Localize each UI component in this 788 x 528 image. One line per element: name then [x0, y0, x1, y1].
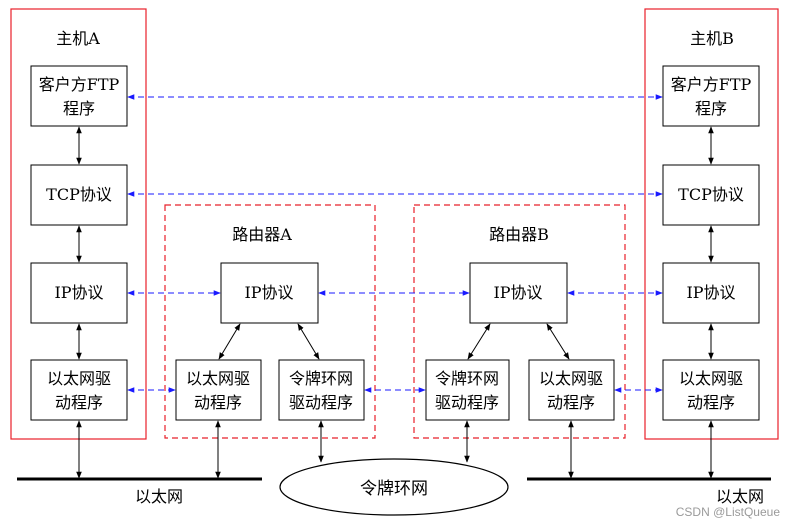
networks: 以太网 令牌环网 以太网 — [17, 458, 771, 516]
host-b-ftp-box — [662, 65, 760, 127]
ethernet-right-label: 以太网 — [716, 487, 764, 506]
host-a-ftp-label-1: 客户方FTP — [39, 75, 120, 94]
host-a-eth-box — [30, 359, 128, 421]
host-a-eth-label-2: 动程序 — [55, 393, 103, 412]
router-a-eth-box — [175, 359, 262, 421]
router-b-border — [413, 204, 626, 439]
router-b: 路由器B IP协议 令牌环网 驱动程序 以太网驱 动程序 — [413, 204, 626, 479]
host-b-tcp-label: TCP协议 — [678, 185, 744, 204]
router-b-tr-box — [425, 359, 510, 421]
host-b-eth-box — [662, 359, 760, 421]
host-a-tcp-label: TCP协议 — [46, 185, 112, 204]
router-b-ip-eth-arrow — [546, 323, 570, 360]
ethernet-left-label: 以太网 — [135, 487, 183, 506]
router-a-tr-label-2: 驱动程序 — [289, 393, 353, 412]
host-a-title: 主机A — [56, 29, 100, 48]
router-a-ip-label: IP协议 — [244, 283, 293, 302]
host-a-ftp-box — [30, 65, 128, 127]
host-a-eth-label-1: 以太网驱 — [47, 369, 111, 388]
router-a-ip-box — [220, 262, 319, 324]
host-b-eth-label-2: 动程序 — [687, 393, 735, 412]
token-ring-ellipse — [279, 458, 509, 516]
watermark: CSDN @ListQueue — [676, 505, 781, 519]
host-b-eth-label-1: 以太网驱 — [679, 369, 743, 388]
host-a-ftp-label-2: 程序 — [63, 99, 95, 118]
router-a: 路由器A IP协议 以太网驱 动程序 令牌环网 驱动程序 — [164, 204, 376, 479]
host-a: 主机A 客户方FTP 程序 TCP协议 IP协议 以太网驱 动程序 — [10, 8, 147, 479]
router-a-ip-tr-arrow — [297, 323, 320, 360]
host-b-ip-label: IP协议 — [686, 283, 735, 302]
host-b-title: 主机B — [690, 29, 734, 48]
host-b-tcp-box — [662, 164, 760, 226]
router-a-tr-box — [278, 359, 365, 421]
token-ring-label: 令牌环网 — [360, 479, 428, 499]
router-b-eth-box — [528, 359, 615, 421]
router-a-title: 路由器A — [232, 225, 292, 244]
router-b-eth-label-1: 以太网驱 — [539, 369, 603, 388]
host-a-tcp-box — [30, 164, 128, 226]
host-b: 主机B 客户方FTP 程序 TCP协议 IP协议 以太网驱 动程序 — [644, 8, 779, 479]
router-b-ip-tr-arrow — [467, 323, 491, 360]
router-a-eth-label-1: 以太网驱 — [186, 369, 250, 388]
router-a-eth-label-2: 动程序 — [194, 393, 242, 412]
host-b-ftp-label-2: 程序 — [695, 99, 727, 118]
router-a-border — [164, 204, 376, 439]
router-b-ip-label: IP协议 — [493, 283, 542, 302]
router-b-eth-label-2: 动程序 — [547, 393, 595, 412]
host-a-ip-box — [30, 262, 128, 324]
router-b-tr-label-2: 驱动程序 — [435, 393, 499, 412]
router-a-tr-label-1: 令牌环网 — [289, 369, 353, 388]
host-a-ip-label: IP协议 — [54, 283, 103, 302]
router-b-tr-label-1: 令牌环网 — [435, 369, 499, 388]
router-a-ip-eth-arrow — [218, 323, 241, 360]
peer-links — [127, 94, 663, 393]
host-b-ftp-label-1: 客户方FTP — [671, 75, 752, 94]
host-b-ip-box — [662, 262, 760, 324]
router-b-ip-box — [469, 262, 568, 324]
router-b-title: 路由器B — [489, 225, 549, 244]
